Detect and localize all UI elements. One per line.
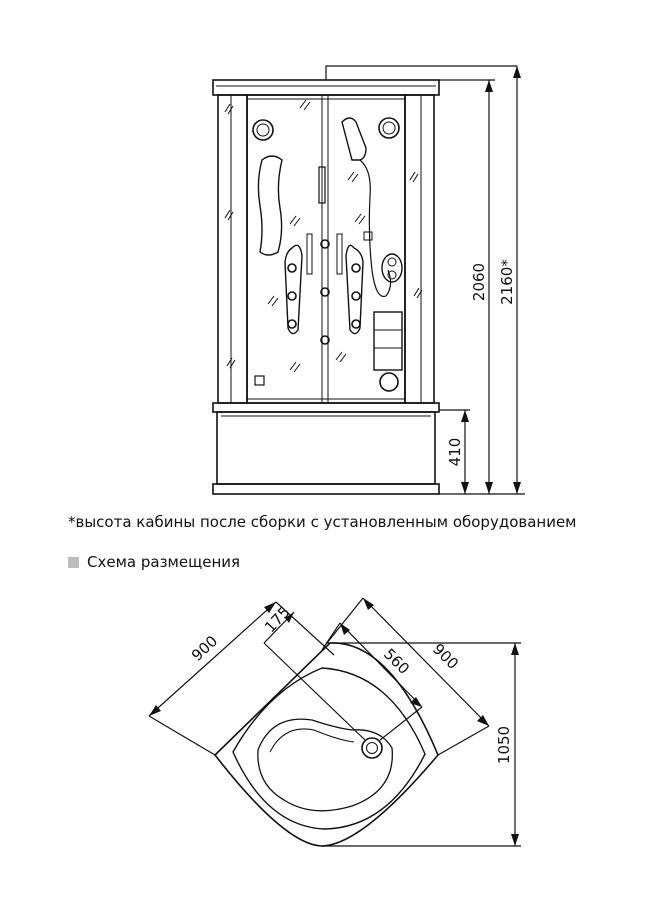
cabin-tray-base: [212, 483, 440, 495]
heading-square-icon: [68, 556, 79, 568]
center-jet: [320, 239, 330, 249]
mixer-control: [381, 253, 403, 283]
control-bar-left: [306, 233, 313, 275]
control-bar-right: [336, 233, 343, 275]
tray-inner-basin: [232, 667, 426, 830]
plan-drain-distance-label: 560: [380, 645, 413, 678]
plan-width-right-label: 900: [429, 640, 462, 673]
plan-depth-label: 1050: [495, 726, 513, 764]
hand-shower: [341, 117, 367, 161]
door-handle: [318, 166, 326, 204]
dimension-line-900-left: [148, 601, 277, 717]
left-speaker: [252, 119, 274, 141]
left-jet-panel: [284, 244, 303, 335]
wavy-mirror: [257, 155, 283, 256]
seat-recess: [257, 718, 393, 812]
drain-speaker: [379, 372, 399, 392]
tray-height-label: 410: [446, 438, 464, 467]
layout-section-heading: Схема размещения: [68, 553, 240, 571]
total-height-label: 2160*: [498, 259, 516, 305]
right-jet-panel: [345, 244, 364, 335]
dimension-line-900-right: [362, 597, 490, 727]
dimension-line-560: [339, 622, 423, 708]
plan-width-left-label: 900: [188, 632, 221, 665]
assembly-height-footnote: *высота кабины после сборки с установлен…: [68, 513, 577, 531]
shower-hose: [359, 159, 392, 298]
shower-holder: [363, 231, 373, 241]
small-square-fixture: [254, 375, 265, 386]
layout-section-title: Схема размещения: [87, 553, 241, 571]
folding-seat: [373, 311, 403, 371]
cabin-height-label: 2060: [470, 263, 488, 301]
drain-hole: [361, 737, 383, 759]
right-speaker: [378, 117, 400, 139]
